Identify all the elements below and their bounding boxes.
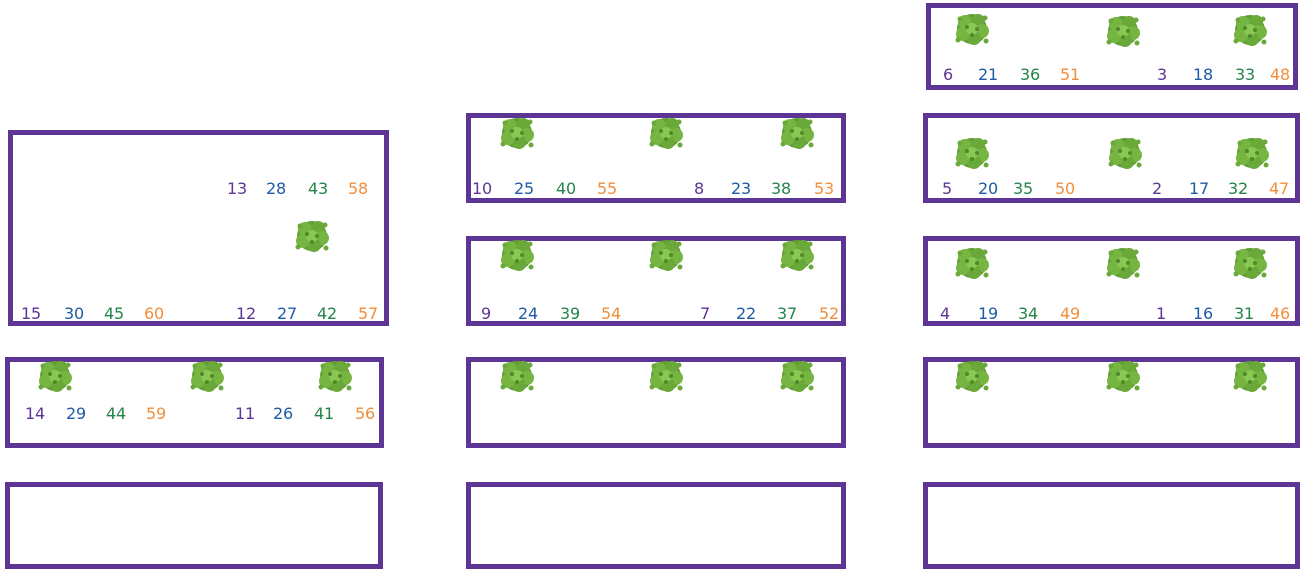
plot-number: 31 [1234,305,1254,323]
tree-icon [1230,243,1270,283]
tree-icon [1230,10,1270,50]
tree-icon [1232,133,1272,173]
plot-number: 57 [358,305,378,323]
plot-number: 14 [25,405,45,423]
tree-icon [1103,243,1143,283]
tree-icon [1103,11,1143,51]
tree-icon [497,113,537,153]
plot-number: 17 [1189,180,1209,198]
plot-number: 3 [1157,66,1167,84]
plot-number: 38 [771,180,791,198]
plot-number: 30 [64,305,84,323]
plot-number: 37 [777,305,797,323]
plot-number: 18 [1193,66,1213,84]
plot-number: 25 [514,180,534,198]
plot-number: 53 [814,180,834,198]
plot-number: 54 [601,305,621,323]
plot-number: 5 [942,180,952,198]
tree-icon [646,356,686,396]
tree-icon [187,356,227,396]
tree-icon [292,216,332,256]
plot-number: 48 [1270,66,1290,84]
plot-number: 23 [731,180,751,198]
plot-number: 4 [940,305,950,323]
tree-icon [1105,133,1145,173]
tree-icon [952,356,992,396]
plot-number: 13 [227,180,247,198]
plot-number: 56 [355,405,375,423]
tree-icon [497,235,537,275]
plot-number: 19 [978,305,998,323]
plot-number: 45 [104,305,124,323]
tree-icon [497,356,537,396]
tree-icon [777,235,817,275]
plot-number: 41 [314,405,334,423]
tree-icon [777,356,817,396]
plot-number: 12 [236,305,256,323]
plot-r5c3 [923,482,1300,569]
plot-number: 44 [106,405,126,423]
plot-number: 15 [21,305,41,323]
tree-icon [952,133,992,173]
plot-r5c2 [466,482,846,569]
plot-number: 33 [1235,66,1255,84]
tree-icon [952,243,992,283]
plot-number: 35 [1013,180,1033,198]
plot-number: 39 [560,305,580,323]
plot-number: 51 [1060,66,1080,84]
tree-icon [1230,356,1270,396]
tree-icon [952,9,992,49]
plot-number: 8 [694,180,704,198]
plot-number: 6 [943,66,953,84]
plot-number: 10 [472,180,492,198]
plot-number: 60 [144,305,164,323]
plot-number: 58 [348,180,368,198]
tree-icon [35,356,75,396]
tree-icon [646,235,686,275]
plot-number: 7 [700,305,710,323]
plot-number: 24 [518,305,538,323]
plot-number: 36 [1020,66,1040,84]
tree-icon [1103,356,1143,396]
plot-number: 11 [235,405,255,423]
plot-number: 49 [1060,305,1080,323]
plot-r5c1 [5,482,383,569]
plot-number: 59 [146,405,166,423]
plot-number: 20 [978,180,998,198]
tree-icon [777,113,817,153]
plot-number: 40 [556,180,576,198]
plot-number: 34 [1018,305,1038,323]
plot-number: 27 [277,305,297,323]
plot-number: 28 [266,180,286,198]
plot-number: 29 [66,405,86,423]
tree-icon [315,356,355,396]
plot-number: 1 [1156,305,1166,323]
plot-number: 42 [317,305,337,323]
plot-number: 50 [1055,180,1075,198]
plot-number: 16 [1193,305,1213,323]
plot-number: 9 [481,305,491,323]
plot-number: 47 [1269,180,1289,198]
plot-number: 32 [1228,180,1248,198]
plot-number: 55 [597,180,617,198]
plot-number: 52 [819,305,839,323]
plot-number: 43 [308,180,328,198]
plot-number: 26 [273,405,293,423]
plot-number: 46 [1270,305,1290,323]
plot-number: 2 [1152,180,1162,198]
plot-number: 21 [978,66,998,84]
plot-number: 22 [736,305,756,323]
tree-icon [646,113,686,153]
